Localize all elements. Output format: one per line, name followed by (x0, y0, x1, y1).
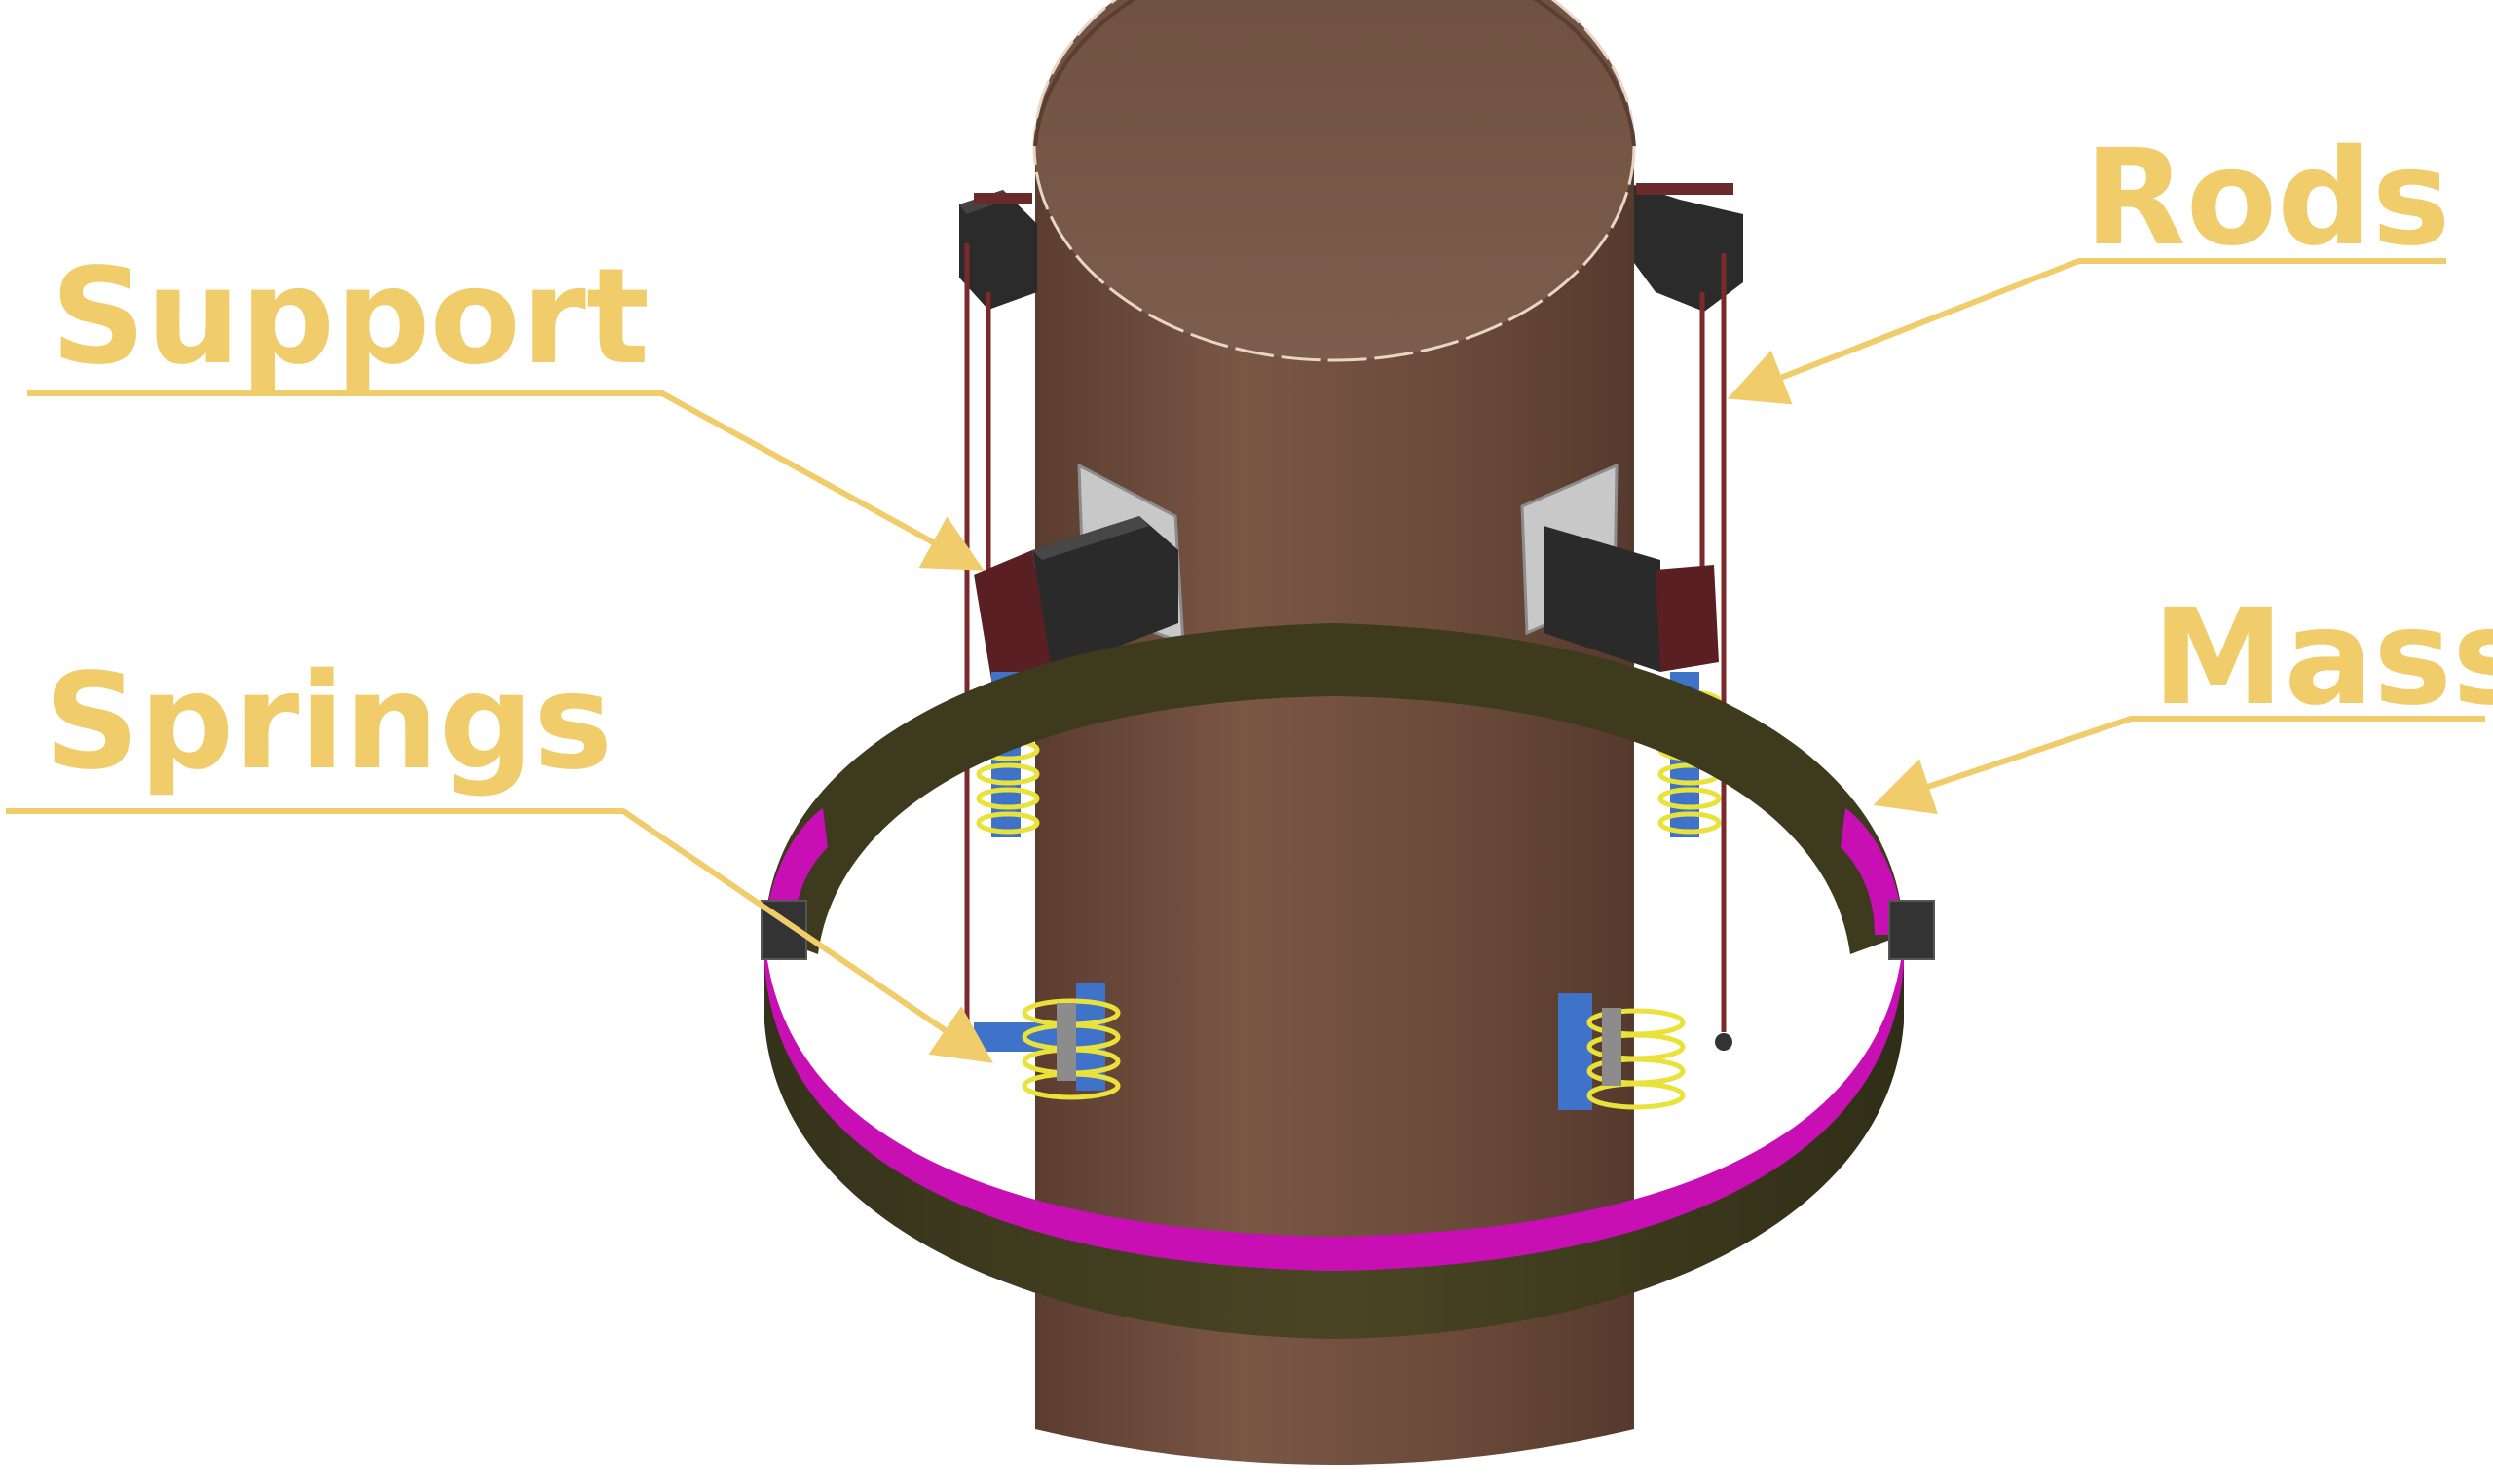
upper-support-right (1634, 183, 1743, 312)
mass-ring-front (764, 935, 1904, 1339)
rods-label: Rods (2084, 122, 2450, 276)
springs-label: Springs (44, 646, 613, 799)
springs-lower-left (974, 983, 1121, 1100)
mass-ring-back (764, 623, 1904, 954)
callouts (6, 258, 2485, 1063)
rods-leader (1727, 258, 2446, 405)
support-leader (27, 390, 985, 571)
support-label: Support (51, 241, 650, 394)
upper-support-left (959, 190, 1037, 310)
rods (964, 243, 1727, 1042)
mid-support-right (1520, 463, 1719, 672)
springs-lower-right (1558, 993, 1732, 1110)
tower-cylinder (1032, 0, 1636, 1465)
springs-leader (6, 808, 993, 1063)
mass-clamp-right (1888, 900, 1935, 960)
mass-ring (761, 623, 1935, 1339)
mass-label: Mass (2152, 581, 2493, 735)
tower-body (1035, 146, 1634, 1465)
mass-leader (1873, 716, 2485, 815)
